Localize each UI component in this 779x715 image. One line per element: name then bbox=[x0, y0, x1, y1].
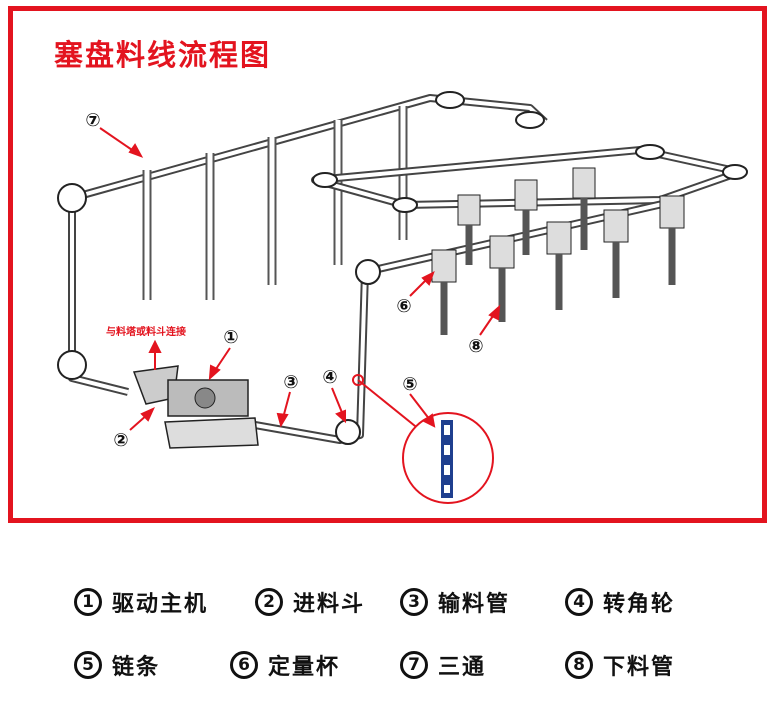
corner-wheel bbox=[312, 172, 338, 188]
legend-number: 8 bbox=[565, 651, 593, 679]
legend-number: 5 bbox=[74, 651, 102, 679]
legend-label: 三通 bbox=[438, 655, 487, 680]
feed-line-diagram: ⑦ ① ③ ④ ⑤ ② ⑥ ⑧ bbox=[57, 91, 748, 504]
legend-label: 链条 bbox=[112, 655, 161, 680]
callout-1: ① bbox=[223, 327, 238, 348]
legend-row-1: 1 驱动主机 2 进料斗 3 输料管 4 转角轮 bbox=[0, 582, 779, 622]
corner-wheel bbox=[515, 111, 545, 129]
legend-number: 4 bbox=[565, 588, 593, 616]
diagram-title: 塞盘料线流程图 bbox=[54, 38, 272, 72]
drive-unit bbox=[132, 365, 259, 449]
corner-wheel bbox=[335, 419, 361, 445]
connection-note: 与料塔或料斗连接 bbox=[106, 327, 186, 338]
dosing-cup bbox=[489, 235, 515, 322]
callout-8: ⑧ bbox=[468, 336, 483, 357]
dosing-cup bbox=[457, 194, 481, 265]
chain-detail bbox=[352, 374, 494, 504]
diagram-frame bbox=[8, 6, 767, 523]
callout-3: ③ bbox=[283, 372, 298, 393]
legend-item: 6 定量杯 bbox=[230, 645, 340, 685]
legend-label: 进料斗 bbox=[293, 592, 366, 617]
drive-base bbox=[164, 417, 259, 449]
legend-label: 定量杯 bbox=[268, 655, 341, 680]
legend-label: 驱动主机 bbox=[112, 592, 209, 617]
legend-number: 7 bbox=[400, 651, 428, 679]
dosing-cups bbox=[431, 167, 685, 335]
legend-item: 3 输料管 bbox=[400, 582, 510, 622]
corner-wheel bbox=[392, 197, 418, 213]
legend-item: 4 转角轮 bbox=[565, 582, 675, 622]
legend-label: 输料管 bbox=[438, 592, 511, 617]
dosing-cup bbox=[572, 167, 596, 250]
corner-wheel bbox=[722, 164, 748, 180]
dosing-cup bbox=[431, 249, 457, 335]
legend-item: 8 下料管 bbox=[565, 645, 675, 685]
corner-wheel bbox=[355, 259, 381, 285]
callout-5: ⑤ bbox=[402, 374, 417, 395]
legend-label: 下料管 bbox=[603, 655, 676, 680]
legend-number: 6 bbox=[230, 651, 258, 679]
callout-2: ② bbox=[113, 430, 128, 451]
chain-links bbox=[441, 420, 453, 498]
dosing-cup bbox=[546, 221, 572, 310]
callout-6: ⑥ bbox=[396, 296, 411, 317]
dosing-cup bbox=[659, 195, 685, 285]
corner-wheels bbox=[57, 91, 748, 445]
legend-item: 2 进料斗 bbox=[255, 582, 365, 622]
corner-wheel bbox=[57, 350, 87, 380]
legend-item: 5 链条 bbox=[74, 645, 160, 685]
legend-number: 2 bbox=[255, 588, 283, 616]
legend-number: 1 bbox=[74, 588, 102, 616]
legend-item: 7 三通 bbox=[400, 645, 486, 685]
legend-row-2: 5 链条 6 定量杯 7 三通 8 下料管 bbox=[0, 645, 779, 685]
corner-wheel bbox=[635, 144, 665, 160]
callout-4: ④ bbox=[322, 367, 337, 388]
dosing-cup bbox=[603, 209, 629, 298]
callout-7: ⑦ bbox=[85, 110, 100, 131]
legend-item: 1 驱动主机 bbox=[74, 582, 208, 622]
dosing-cup bbox=[514, 179, 538, 255]
legend-label: 转角轮 bbox=[603, 592, 676, 617]
corner-wheel bbox=[435, 91, 465, 109]
legend-number: 3 bbox=[400, 588, 428, 616]
corner-wheel bbox=[57, 183, 87, 213]
